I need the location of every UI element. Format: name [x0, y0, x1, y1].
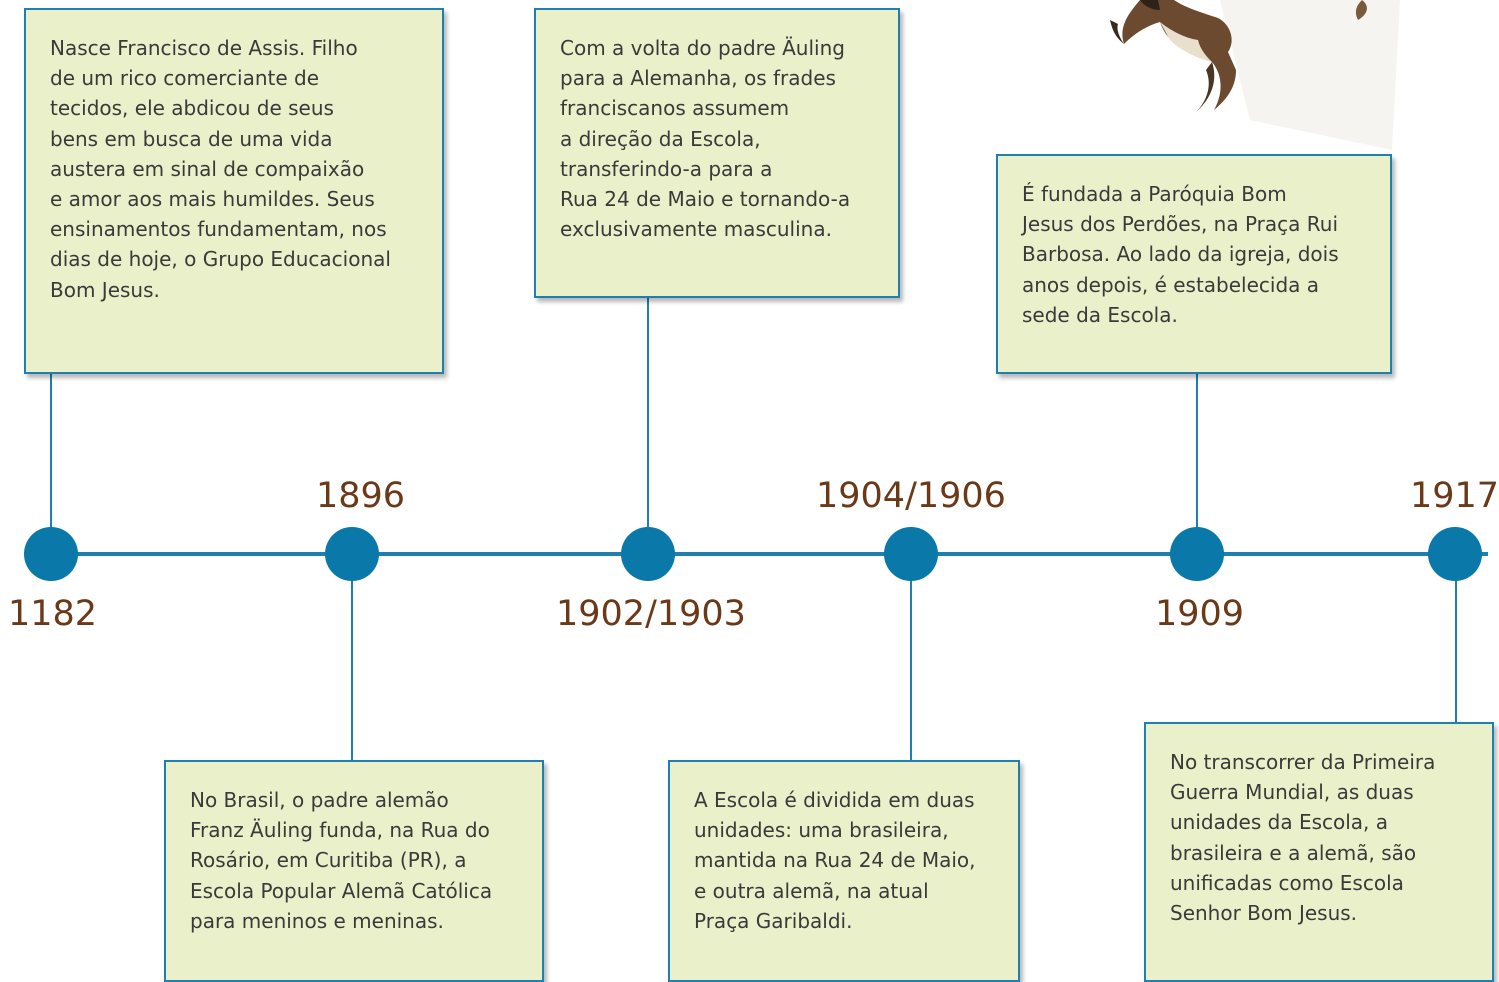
event-line: dias de hoje, o Grupo Educacional: [50, 247, 391, 272]
timeline-dot-1909: [1170, 527, 1224, 581]
event-line: Franz Äuling funda, na Rua do: [190, 818, 490, 843]
event-line: sede da Escola.: [1022, 302, 1178, 327]
event-line: Bom Jesus.: [50, 277, 160, 302]
event-box-1902-1903: Com a volta do padre Äuling para a Alema…: [534, 8, 900, 298]
event-line: ensinamentos fundamentam, nos: [50, 217, 387, 242]
event-line: Jesus dos Perdões, na Praça Rui: [1022, 212, 1338, 237]
event-box-1182: Nasce Francisco de Assis. Filho de um ri…: [24, 8, 444, 374]
event-line: No Brasil, o padre alemão: [190, 788, 449, 812]
year-label-1896: 1896: [316, 476, 406, 516]
timeline-axis: [50, 552, 1488, 556]
event-line: tecidos, ele abdicou de seus: [50, 96, 334, 121]
event-line: transferindo-a para a: [560, 156, 773, 181]
event-line: Guerra Mundial, as duas: [1170, 780, 1414, 805]
event-line: para meninos e meninas.: [190, 908, 444, 933]
event-line: unidades: uma brasileira,: [694, 818, 949, 843]
event-line: Escola Popular Alemã Católica: [190, 878, 493, 903]
event-line: Nasce Francisco de Assis. Filho: [50, 36, 358, 60]
event-line: bens em busca de uma vida: [50, 126, 333, 151]
event-line: de um rico comerciante de: [50, 66, 320, 91]
event-line: unidades da Escola, a: [1170, 810, 1389, 835]
event-line: anos depois, é estabelecida a: [1022, 272, 1320, 297]
event-line: unificadas como Escola: [1170, 870, 1404, 895]
event-line: franciscanos assumem: [560, 96, 790, 121]
timeline-dot-1917: [1428, 527, 1482, 581]
connector-1917: [1455, 580, 1457, 724]
event-line: Praça Garibaldi.: [694, 908, 853, 933]
event-line: brasileira e a alemã, são: [1170, 840, 1417, 865]
event-line: austera em sinal de compaixão: [50, 156, 365, 181]
timeline-dot-1904-1906: [884, 527, 938, 581]
event-box-1917: No transcorrer da Primeira Guerra Mundia…: [1144, 722, 1494, 982]
event-line: No transcorrer da Primeira: [1170, 750, 1436, 774]
year-label-1904-1906: 1904/1906: [816, 476, 1006, 516]
connector-1902-1903: [647, 296, 649, 528]
year-label-1902-1903: 1902/1903: [556, 594, 746, 634]
event-box-1896: No Brasil, o padre alemão Franz Äuling f…: [164, 760, 544, 982]
bird-illustration: [1110, 0, 1400, 150]
event-line: mantida na Rua 24 de Maio,: [694, 848, 976, 873]
event-line: Rua 24 de Maio e tornando-a: [560, 187, 851, 212]
year-label-1182: 1182: [8, 594, 98, 634]
event-line: A Escola é dividida em duas: [694, 788, 975, 812]
event-line: Senhor Bom Jesus.: [1170, 901, 1358, 926]
event-line: e outra alemã, na atual: [694, 878, 929, 903]
event-line: para a Alemanha, os frades: [560, 66, 836, 91]
event-line: a direção da Escola,: [560, 126, 761, 151]
timeline-dot-1896: [325, 527, 379, 581]
event-line: Com a volta do padre Äuling: [560, 36, 845, 60]
connector-1909: [1196, 372, 1198, 528]
event-line: Rosário, em Curitiba (PR), a: [190, 848, 467, 873]
event-line: Barbosa. Ao lado da igreja, dois: [1022, 242, 1339, 267]
connector-1182: [50, 372, 52, 528]
event-line: É fundada a Paróquia Bom: [1022, 182, 1287, 206]
timeline-dot-1182: [24, 527, 78, 581]
year-label-1909: 1909: [1155, 594, 1245, 634]
timeline-dot-1902-1903: [621, 527, 675, 581]
event-line: e amor aos mais humildes. Seus: [50, 187, 375, 212]
event-box-1904-1906: A Escola é dividida em duas unidades: um…: [668, 760, 1020, 982]
event-box-1909: É fundada a Paróquia Bom Jesus dos Perdõ…: [996, 154, 1392, 374]
connector-1896: [351, 580, 353, 762]
connector-1904-1906: [910, 580, 912, 762]
year-label-1917: 1917: [1410, 476, 1499, 516]
event-line: exclusivamente masculina.: [560, 217, 832, 242]
